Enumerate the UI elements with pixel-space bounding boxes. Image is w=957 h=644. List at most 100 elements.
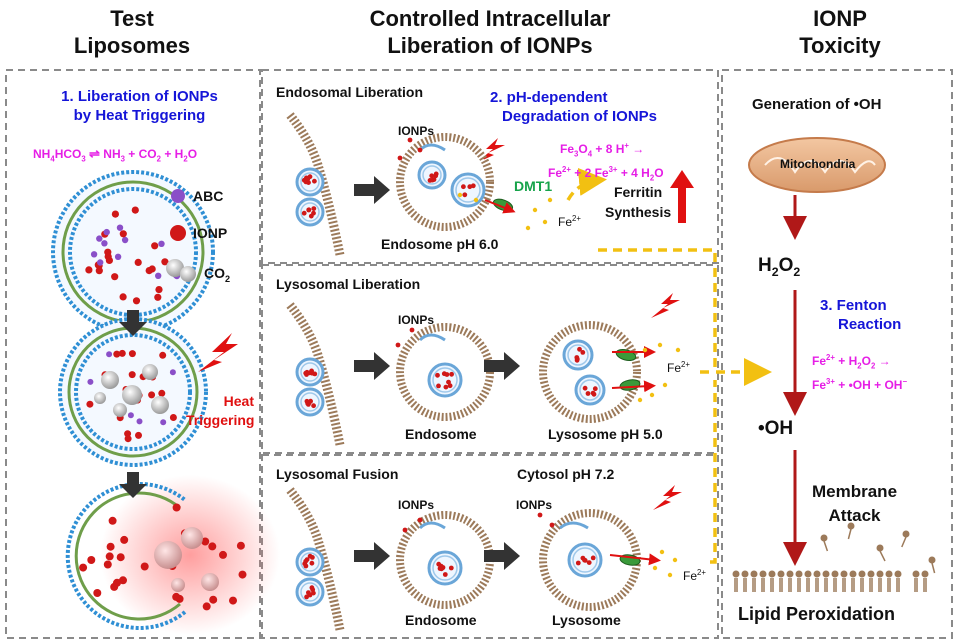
abc-particle xyxy=(114,253,122,260)
ferritin-line: Ferritin xyxy=(613,184,663,200)
ionp-particle xyxy=(417,147,423,153)
ionp-particle xyxy=(580,350,586,355)
ionp-particle xyxy=(442,572,448,577)
ionp-particle xyxy=(135,431,142,439)
ionp-particle xyxy=(436,561,442,567)
lyso-endosome-label: Endosome xyxy=(405,426,477,442)
ferritin-up-arrow xyxy=(670,170,694,223)
ionp-particle xyxy=(308,213,314,219)
endosomal-title: Endosomal Liberation xyxy=(276,84,424,100)
ionp-particle xyxy=(444,372,450,377)
lipid-head xyxy=(849,570,857,578)
transition-arrows xyxy=(354,176,520,570)
lipid-head xyxy=(813,570,821,578)
co2-bubble xyxy=(181,527,203,549)
fe-particle xyxy=(672,557,678,563)
lightning-bolt-lyso xyxy=(651,293,680,318)
ionp-particle xyxy=(119,230,127,238)
lipid-head xyxy=(921,570,929,578)
ionp-particle xyxy=(134,258,142,266)
lipid-head xyxy=(876,570,884,578)
ionp-particle xyxy=(446,379,451,385)
ionp-particle xyxy=(106,542,115,551)
lysosomal-fusion-title: Lysosomal Fusion xyxy=(276,466,399,482)
lipid-head xyxy=(847,522,855,530)
ionp-particle xyxy=(303,370,309,376)
membrane-attack-label: Membrane Attack xyxy=(812,480,897,528)
ionp-particle xyxy=(119,293,127,301)
ionp-particle xyxy=(158,389,166,397)
ionp-particle xyxy=(238,570,247,579)
lipid-head xyxy=(741,570,749,578)
cytosol-ph-label: Cytosol pH 7.2 xyxy=(517,466,615,482)
fe-particle xyxy=(525,225,531,231)
heat-line: Heat xyxy=(223,393,254,409)
legend-ionp: IONP xyxy=(193,225,228,241)
ionp-particle xyxy=(172,503,181,512)
lipid-head xyxy=(820,534,828,542)
lipid-head xyxy=(902,530,910,538)
ionp-particle xyxy=(307,553,313,559)
header-liberation: Controlled Intracellular Liberation of I… xyxy=(310,5,670,59)
ionp-particle xyxy=(120,535,129,544)
dmt1-label: DMT1 xyxy=(514,178,553,194)
abc-particle xyxy=(90,251,98,258)
ionp-particle xyxy=(427,178,433,183)
ionp-particle xyxy=(311,590,316,596)
lipid-head xyxy=(786,570,794,578)
step-line: 2. pH-dependent xyxy=(490,89,608,106)
ionp-particle xyxy=(537,512,543,518)
fe-particle xyxy=(667,572,673,578)
ionp-particle xyxy=(439,565,445,571)
legend-co2: CO2 xyxy=(204,265,231,284)
ionp-particle xyxy=(301,210,307,216)
ionp-particle xyxy=(169,414,177,421)
ionp-particle xyxy=(105,552,114,561)
panel-lysosomal-fusion xyxy=(261,454,719,639)
ionp-particle xyxy=(148,391,156,399)
membrane-line: Attack xyxy=(828,506,881,525)
lipid-head xyxy=(777,570,785,578)
ionp-particle xyxy=(209,595,218,604)
lipid-head xyxy=(858,570,866,578)
ionp-particle xyxy=(304,557,310,562)
lipid-head xyxy=(732,570,740,578)
panel-borders xyxy=(5,69,953,639)
ionp-particle xyxy=(447,383,453,389)
lipid-head xyxy=(804,570,812,578)
lysosome-ph-label: Lysosome pH 5.0 xyxy=(548,426,663,442)
legend-co2-text: CO xyxy=(204,265,225,281)
ferritin-label: Ferritin Synthesis xyxy=(605,182,671,222)
fe-particle xyxy=(675,347,681,353)
liposome-group-1 xyxy=(51,170,215,334)
ionp-particle xyxy=(311,206,317,212)
ionp-particle xyxy=(140,562,149,571)
ionp-particle xyxy=(201,537,210,546)
ionp-particle xyxy=(395,342,401,348)
step-line: 3. Fenton xyxy=(820,297,887,314)
lipid-head xyxy=(867,570,875,578)
co2-bubble xyxy=(151,396,169,414)
fusion-ionps-label-2: IONPs xyxy=(516,498,553,512)
ionp-particle xyxy=(111,273,119,281)
lightning-bolt-heat xyxy=(198,333,238,372)
abc-particle xyxy=(97,259,104,266)
mitochondria-shape xyxy=(748,137,886,193)
ionp-particle xyxy=(229,596,237,605)
ionp-particle xyxy=(154,293,162,301)
ionp-legend-dot xyxy=(170,225,186,241)
ionp-particle xyxy=(307,174,313,180)
abc-legend-dot xyxy=(171,189,185,203)
abc-particle xyxy=(87,378,94,385)
abc-particle xyxy=(96,235,103,242)
lyso-ionps-label: IONPs xyxy=(398,313,435,327)
step-3-label: 3. Fenton Reaction xyxy=(820,296,901,334)
lipid-head xyxy=(831,570,839,578)
ionp-particle xyxy=(128,371,136,379)
ionp-particle xyxy=(86,400,94,408)
ionp-particle xyxy=(303,179,309,185)
down-arrows-col1 xyxy=(119,310,147,498)
lipid-head xyxy=(912,570,920,578)
fe-particle xyxy=(657,342,663,348)
lipid-bilayer xyxy=(732,522,936,592)
